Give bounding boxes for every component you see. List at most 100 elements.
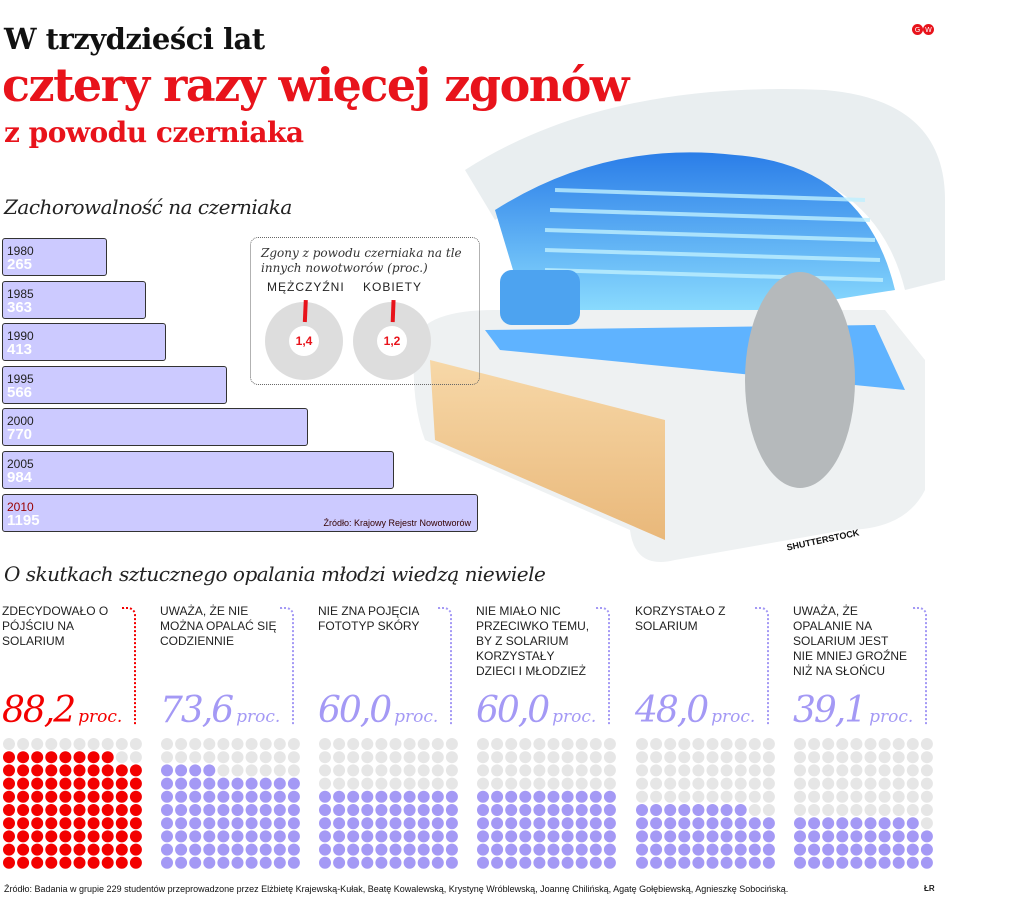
dot-empty xyxy=(706,738,719,750)
dot-empty xyxy=(878,804,891,816)
dot-filled xyxy=(59,817,72,830)
dot-empty xyxy=(720,790,733,803)
dot-filled xyxy=(794,830,806,843)
dot-empty xyxy=(575,738,588,750)
dot-filled xyxy=(45,856,58,869)
value-number: 48,0 xyxy=(635,690,709,731)
dot-filled xyxy=(231,790,244,803)
bar-value: 770 xyxy=(7,426,33,443)
dot-filled xyxy=(175,777,188,790)
dot-empty xyxy=(650,764,663,777)
dot-empty xyxy=(561,738,574,750)
dot-empty xyxy=(519,738,532,750)
dot-filled xyxy=(31,817,44,830)
dot-empty xyxy=(129,738,142,750)
dot-empty xyxy=(836,738,849,750)
dot-filled xyxy=(491,790,504,803)
dot-filled xyxy=(245,817,258,830)
dot-filled xyxy=(417,830,430,843)
dot-filled xyxy=(519,790,532,803)
dot-filled xyxy=(519,843,532,856)
dot-empty xyxy=(533,751,546,764)
dot-filled xyxy=(231,817,244,830)
dot-filled xyxy=(129,764,142,777)
dot-filled xyxy=(45,764,58,777)
dot-filled xyxy=(31,843,44,856)
dot-filled xyxy=(287,804,300,816)
dot-filled xyxy=(692,843,705,856)
dot-filled xyxy=(259,790,272,803)
dot-empty xyxy=(375,751,388,764)
dot-filled xyxy=(175,790,188,803)
dot-empty xyxy=(664,777,677,790)
dot-filled xyxy=(319,843,331,856)
dot-filled xyxy=(319,830,331,843)
dot-filled xyxy=(794,856,806,869)
bar-year: 1985 xyxy=(7,287,34,301)
dot-filled xyxy=(389,804,402,816)
dot-filled xyxy=(73,764,86,777)
dot-empty xyxy=(101,738,114,750)
dot-empty xyxy=(575,777,588,790)
dot-filled xyxy=(115,843,128,856)
dot-filled xyxy=(45,817,58,830)
dot-filled xyxy=(878,843,891,856)
dot-filled xyxy=(589,856,602,869)
dot-empty xyxy=(477,738,489,750)
dot-filled xyxy=(31,777,44,790)
dot-filled xyxy=(375,804,388,816)
dot-filled xyxy=(101,777,114,790)
dot-filled xyxy=(319,817,331,830)
dot-empty xyxy=(491,777,504,790)
dot-filled xyxy=(129,843,142,856)
dot-filled xyxy=(101,751,114,764)
dot-filled xyxy=(175,764,188,777)
dot-filled xyxy=(45,843,58,856)
dot-filled xyxy=(203,843,216,856)
dot-filled xyxy=(101,804,114,816)
dot-empty xyxy=(734,777,747,790)
dot-filled xyxy=(547,830,560,843)
dot-filled xyxy=(189,790,202,803)
dot-filled xyxy=(389,790,402,803)
dot-filled xyxy=(87,843,100,856)
dot-empty xyxy=(748,804,761,816)
dot-filled xyxy=(217,843,230,856)
dot-filled xyxy=(692,804,705,816)
dot-empty xyxy=(906,738,919,750)
dot-empty xyxy=(589,751,602,764)
dot-filled xyxy=(533,830,546,843)
dot-empty xyxy=(850,751,863,764)
dot-empty xyxy=(115,738,128,750)
dot-filled xyxy=(589,804,602,816)
dot-filled xyxy=(333,856,346,869)
dot-filled xyxy=(575,830,588,843)
dot-filled xyxy=(808,817,821,830)
dot-empty xyxy=(561,751,574,764)
dot-empty xyxy=(748,777,761,790)
dot-filled xyxy=(231,856,244,869)
dot-filled xyxy=(864,843,877,856)
dot-filled xyxy=(203,804,216,816)
dot-empty xyxy=(720,764,733,777)
dot-empty xyxy=(319,764,331,777)
dot-filled xyxy=(31,751,44,764)
dot-filled xyxy=(403,804,416,816)
dot-filled xyxy=(533,804,546,816)
value-number: 88,2 xyxy=(2,690,76,731)
dot-matrix xyxy=(636,738,775,869)
dot-filled xyxy=(748,856,761,869)
dot-empty xyxy=(333,764,346,777)
dot-filled xyxy=(129,830,142,843)
dot-empty xyxy=(748,751,761,764)
dot-filled xyxy=(87,804,100,816)
dot-filled xyxy=(748,817,761,830)
dot-empty xyxy=(822,804,835,816)
survey-item-text: Korzystało z solarium xyxy=(635,604,726,633)
dot-filled xyxy=(561,804,574,816)
dot-filled xyxy=(519,830,532,843)
dot-filled xyxy=(906,856,919,869)
